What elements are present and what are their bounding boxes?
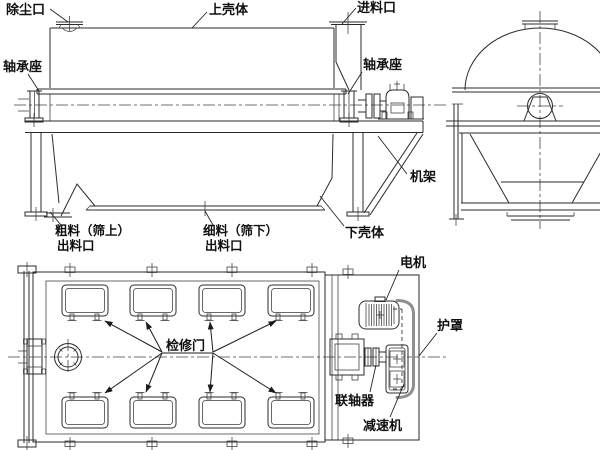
inspection-doors: [61, 284, 315, 429]
label-bearing-seat-left: 轴承座: [3, 59, 42, 75]
plan-bearing-right: [329, 333, 365, 381]
side-view-labels: 除尘口 上壳体 进料口 轴承座 轴承座 机架 粗料（筛上） 出料口 细料（筛下）…: [3, 0, 436, 253]
feed-inlet: [329, 12, 367, 91]
frame-legs: [24, 132, 424, 221]
lower-casing: [44, 133, 334, 222]
dust-port: [56, 16, 83, 32]
plan-drive-frame: [324, 274, 420, 441]
frame-beam: [25, 120, 424, 133]
plan-bearing-left: [18, 338, 46, 375]
label-reducer: 减速机: [363, 418, 402, 434]
label-coupling: 联轴器: [335, 393, 375, 409]
end-band: [446, 87, 600, 134]
label-fine-outlet-2: 出料口: [205, 238, 243, 253]
bearing-left: [18, 90, 44, 127]
dome-arc: [464, 27, 600, 91]
label-fine-outlet-1: 细料（筛下）: [203, 223, 278, 238]
plan-reducer: [385, 344, 409, 394]
plan-port-flange: [54, 339, 82, 375]
drum-shell: [36, 88, 347, 95]
label-dust-port: 除尘口: [6, 2, 45, 18]
label-lower-casing: 下壳体: [345, 225, 385, 241]
label-coarse-outlet-2: 出料口: [57, 238, 95, 253]
end-view: [446, 11, 600, 229]
plan-flange-joints: [64, 263, 354, 450]
drive-assembly: [358, 81, 424, 120]
plan-guard: [393, 299, 415, 399]
label-frame: 机架: [410, 169, 436, 185]
plan-view: 检修门: [8, 255, 463, 450]
label-motor: 电机: [400, 255, 426, 271]
label-guard: 护罩: [437, 318, 463, 334]
end-hopper: [461, 133, 600, 221]
label-bearing-seat-right: 轴承座: [363, 57, 402, 73]
end-bearing: [517, 93, 563, 122]
plan-motor: [358, 296, 400, 330]
side-view: 除尘口 上壳体 进料口 轴承座 轴承座 机架 粗料（筛上） 出料口 细料（筛下）…: [3, 0, 448, 253]
label-coarse-outlet-1: 粗料（筛上）: [55, 223, 130, 238]
label-feed-inlet: 进料口: [357, 0, 396, 16]
label-inspection-door: 检修门: [166, 338, 205, 354]
plan-view-labels: 电机 护罩 联轴器 减速机: [335, 255, 463, 434]
bearing-right: [339, 90, 359, 127]
upper-casing-outline: [49, 27, 340, 121]
inspection-door-callout: 检修门: [104, 320, 277, 394]
label-upper-casing: 上壳体: [209, 2, 249, 18]
end-bracket: [449, 103, 464, 226]
